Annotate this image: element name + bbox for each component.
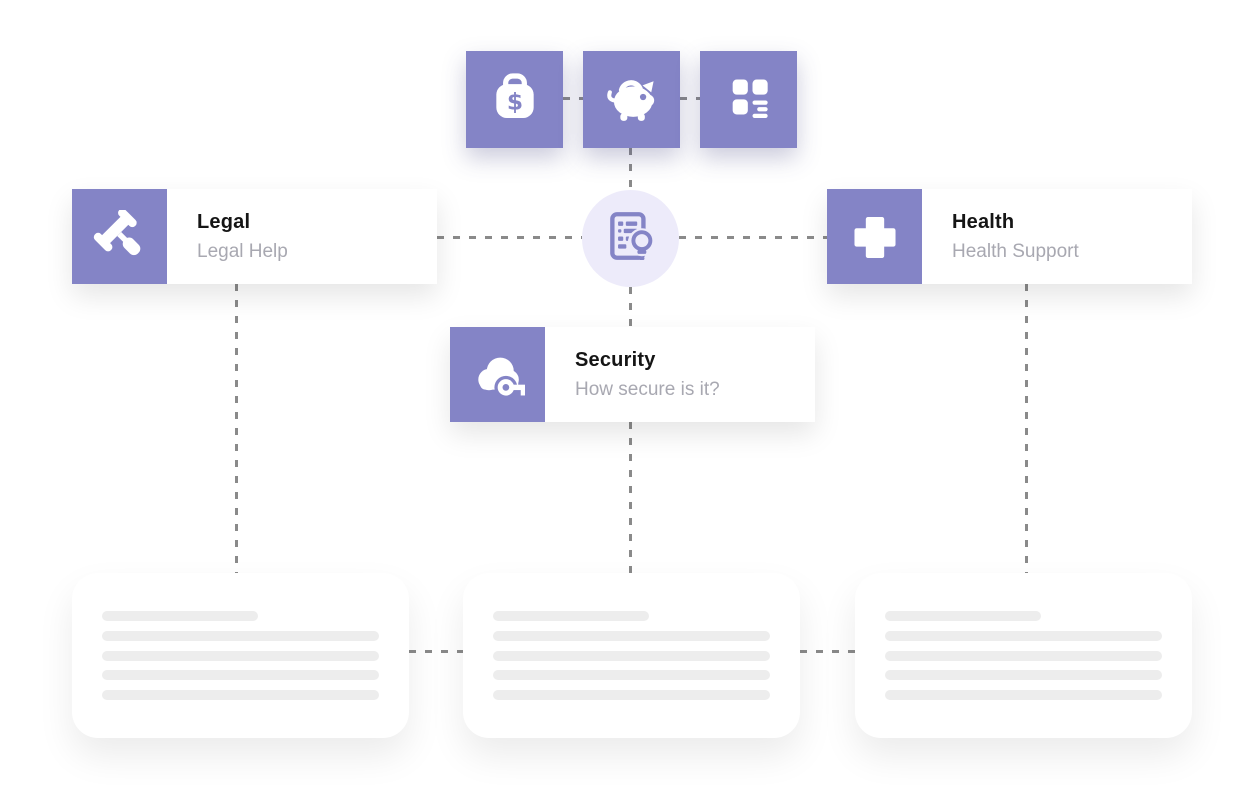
skeleton-line bbox=[102, 631, 379, 641]
node-subtitle: How secure is it? bbox=[575, 378, 720, 400]
money-bag-icon: $ bbox=[487, 69, 543, 130]
central-hub bbox=[582, 190, 679, 287]
connector-dashed bbox=[680, 97, 700, 100]
skeleton-line bbox=[102, 611, 258, 621]
placeholder-card-left bbox=[72, 573, 409, 738]
node-title: Health bbox=[952, 210, 1015, 233]
cloud-key-icon bbox=[450, 327, 545, 422]
legal-card: Legal Legal Help bbox=[72, 189, 437, 284]
skeleton-line bbox=[885, 611, 1041, 621]
piggy-bank-tile bbox=[583, 51, 680, 148]
skeleton-line bbox=[493, 631, 770, 641]
connector-dashed bbox=[235, 284, 238, 573]
skeleton-line bbox=[885, 689, 1162, 700]
placeholder-card-right bbox=[855, 573, 1192, 738]
connector-dashed bbox=[563, 97, 583, 100]
skeleton-line bbox=[102, 689, 379, 700]
node-title: Legal bbox=[197, 210, 251, 233]
svg-text:$: $ bbox=[506, 87, 522, 115]
connector-dashed bbox=[629, 148, 632, 190]
skeleton-line bbox=[493, 689, 770, 700]
node-title: Security bbox=[575, 348, 656, 371]
node-subtitle: Health Support bbox=[952, 240, 1079, 262]
security-card: Security How secure is it? bbox=[450, 327, 815, 422]
skeleton-line bbox=[102, 670, 379, 681]
skeleton-line bbox=[493, 670, 770, 681]
connector-dashed bbox=[679, 236, 827, 239]
skeleton-line bbox=[493, 650, 770, 661]
medical-cross-icon bbox=[827, 189, 922, 284]
connector-dashed bbox=[409, 650, 463, 653]
money-bag-tile: $ bbox=[466, 51, 563, 148]
grid-list-icon bbox=[721, 69, 777, 130]
connector-dashed bbox=[1025, 284, 1028, 573]
node-subtitle: Legal Help bbox=[197, 240, 288, 262]
document-bulb-icon bbox=[602, 207, 660, 270]
health-card: Health Health Support bbox=[827, 189, 1192, 284]
connector-dashed bbox=[800, 650, 855, 653]
skeleton-line bbox=[493, 611, 649, 621]
connector-dashed bbox=[629, 287, 632, 327]
connector-dashed bbox=[629, 422, 632, 573]
connector-dashed bbox=[437, 236, 582, 239]
skeleton-line bbox=[102, 650, 379, 661]
skeleton-line bbox=[885, 650, 1162, 661]
piggy-bank-icon bbox=[604, 69, 660, 130]
skeleton-line bbox=[885, 670, 1162, 681]
gavel-icon bbox=[72, 189, 167, 284]
placeholder-card-middle bbox=[463, 573, 800, 738]
skeleton-line bbox=[885, 631, 1162, 641]
grid-list-tile bbox=[700, 51, 797, 148]
